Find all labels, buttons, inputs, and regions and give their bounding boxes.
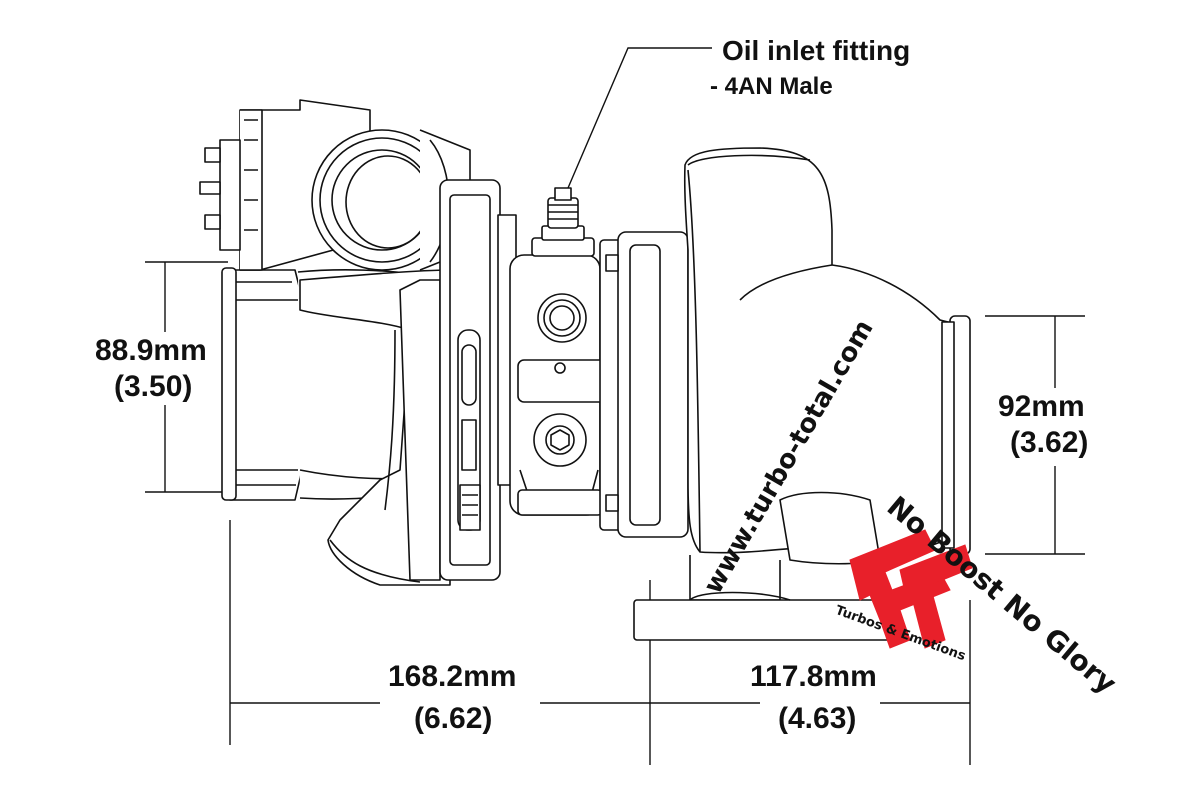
flange-length-imperial: (4.63) bbox=[778, 702, 857, 735]
outlet-dimension-imperial: (3.62) bbox=[1010, 426, 1089, 459]
overall-length-imperial: (6.62) bbox=[414, 702, 493, 735]
oil-inlet-callout-subtitle: - 4AN Male bbox=[710, 73, 833, 100]
dimension-lines bbox=[145, 47, 1085, 765]
flange-length-metric: 117.8mm bbox=[750, 660, 877, 693]
outlet-dimension-metric: 92mm bbox=[998, 390, 1085, 423]
inlet-dimension-imperial: (3.50) bbox=[114, 370, 193, 403]
turbine-flange bbox=[599, 231, 689, 538]
compressor-backplate bbox=[439, 179, 517, 581]
watermark-logo bbox=[849, 529, 973, 649]
ft-logo-mark bbox=[849, 529, 973, 649]
inlet-dimension-metric: 88.9mm bbox=[95, 334, 207, 367]
compressor-inlet bbox=[221, 267, 421, 501]
oil-inlet-callout-title: Oil inlet fitting bbox=[722, 35, 911, 66]
turbo-body bbox=[199, 99, 971, 641]
overall-length-metric: 168.2mm bbox=[388, 660, 517, 693]
oil-inlet-fitting bbox=[531, 187, 595, 257]
center-housing bbox=[509, 254, 607, 516]
turbine-housing bbox=[683, 147, 971, 601]
